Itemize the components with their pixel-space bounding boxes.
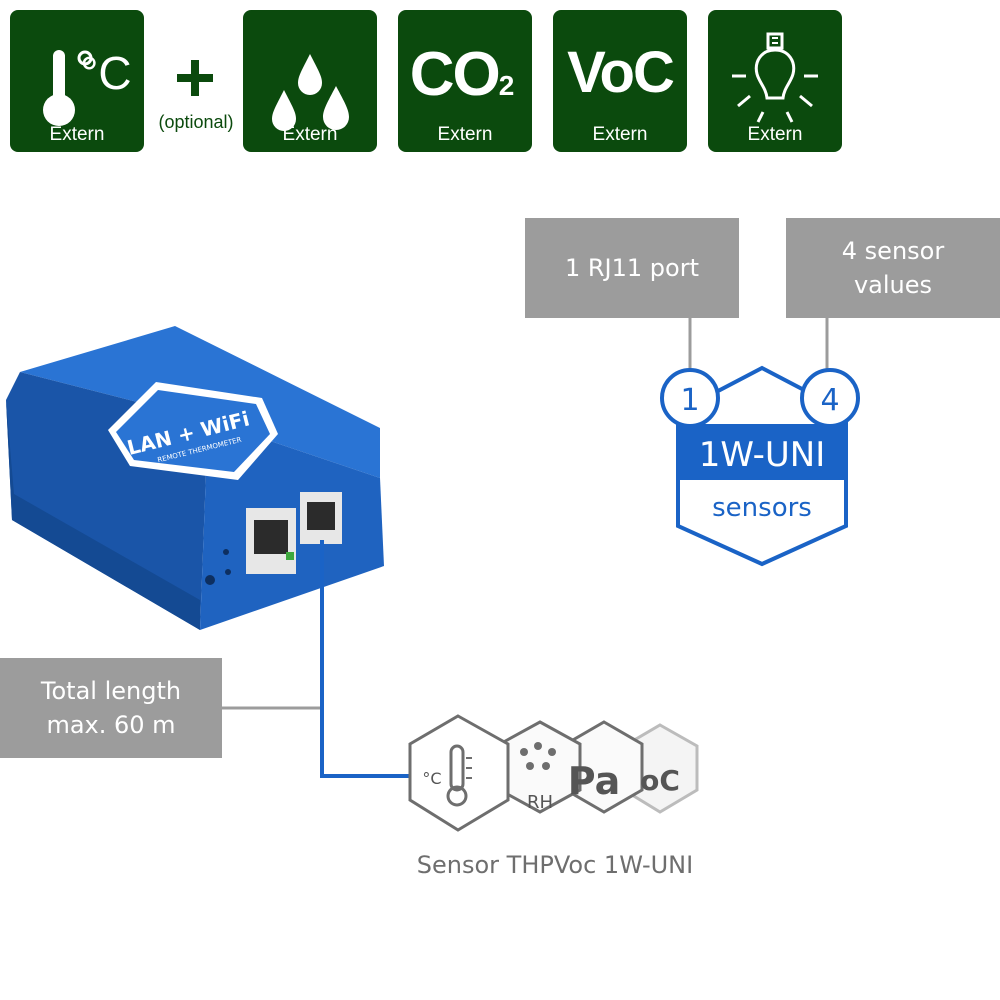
value-count-text: 4 [820,383,839,418]
optional-label: (optional) [158,112,234,132]
light-tile: Extern [708,10,842,152]
port-count-text: 1 [680,383,699,418]
one-wire-uni-badge [660,365,860,567]
sensor-voc-text: oC [640,764,680,797]
sensor-rh-text: RH [527,792,553,813]
sensor-values-line1: 4 sensor [841,237,945,265]
port-callout: 1 RJ11 port [525,218,739,318]
tile-caption-co2: Extern [437,124,493,145]
humidity-tile: Extern [243,10,377,152]
length-line2: max. 60 m [46,711,176,739]
sensor-caption: Sensor THPVoc 1W-UNI [416,851,694,879]
uni-subtitle: sensors [712,493,812,523]
thermometer-celsius-icon [43,50,93,126]
tile-caption-humidity: Extern [282,124,338,145]
light-bulb-icon [732,32,818,123]
sensor-cable [320,540,420,778]
voc-tile: VoC Extern [553,10,687,152]
voc-symbol: VoC [567,40,675,105]
sensor-hex-group [408,714,699,832]
plus-icon [177,60,213,96]
co2-subscript: 2 [498,70,515,101]
celsius-symbol: °C [80,47,132,99]
humidity-drops-small-icon [520,742,556,770]
sensor-pa-text: Pa [568,759,620,803]
thermometer-icon [446,744,472,807]
sensor-celsius-text: °C [422,769,441,788]
tile-caption-voc: Extern [592,124,648,145]
length-line1: Total length [40,677,182,705]
temperature-tile: °C Extern [10,10,144,152]
tile-caption-temperature: Extern [49,124,105,145]
humidity-drops-icon [272,54,349,131]
sensor-values-callout: 4 sensor values [786,218,1000,318]
temperature-hex [408,714,510,832]
co2-tile: CO2 Extern [398,10,532,152]
port-count-circle [660,368,720,428]
tile-caption-light: Extern [747,124,803,145]
uni-title: 1W-UNI [699,435,826,475]
lan-wifi-device [6,326,384,630]
sensor-values-line2: values [853,271,933,299]
length-callout: Total length max. 60 m [0,658,222,758]
value-count-circle [800,368,860,428]
port-callout-text: 1 RJ11 port [564,254,699,282]
co2-symbol: CO2 [409,40,515,109]
